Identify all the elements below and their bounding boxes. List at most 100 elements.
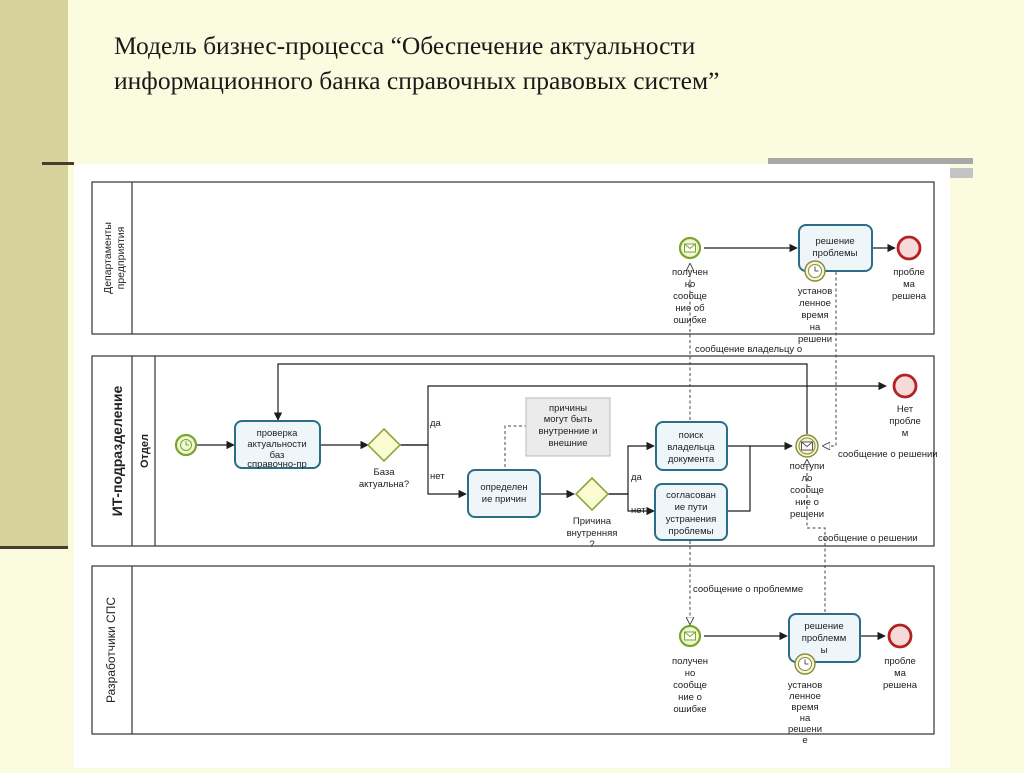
task-label: определен xyxy=(480,482,527,493)
annotation-line: причины xyxy=(549,403,587,414)
event-label-dept-end: пробле ма решена xyxy=(892,267,927,302)
svg-text:пробле: пробле xyxy=(884,656,916,667)
task-label: ы xyxy=(821,645,828,656)
pool-label-it: ИТ-подразделение xyxy=(109,386,125,517)
svg-text:сообще: сообще xyxy=(790,485,824,496)
message-flows xyxy=(504,264,837,624)
annotation-line: внутренние и xyxy=(539,426,598,437)
task-check-actuality[interactable]: проверка актуальности баз справочно-пр xyxy=(234,420,321,470)
svg-text:на: на xyxy=(810,322,821,333)
slide-title-line-1: Модель бизнес-процесса “Обеспечение акту… xyxy=(114,31,696,60)
task-label: проблемм xyxy=(802,633,847,644)
diagram-frame: Департаменты предприятия ИТ-подразделени… xyxy=(74,164,950,768)
svg-text:ошибке: ошибке xyxy=(673,315,706,326)
pool-it: ИТ-подразделение Отдел xyxy=(91,355,935,547)
event-label-dev-received: получен но сообще ние о ошибке xyxy=(672,656,708,715)
pool-label-departments-1: Департаменты xyxy=(102,222,114,294)
svg-text:ма: ма xyxy=(894,668,907,679)
event-label-it-received: поступи ло сообще ние о решени xyxy=(790,461,825,520)
decorative-rule xyxy=(950,168,973,178)
svg-text:установ: установ xyxy=(788,680,823,691)
timer-event-icon xyxy=(804,260,826,282)
svg-text:ма: ма xyxy=(903,279,916,290)
end-event-icon xyxy=(892,373,918,399)
svg-text:ленное: ленное xyxy=(799,298,831,309)
task-find-owner[interactable]: поиск владельца документа xyxy=(655,421,728,471)
svg-text:но: но xyxy=(685,279,696,290)
task-label: устранения xyxy=(666,514,717,525)
svg-text:пробле: пробле xyxy=(893,267,925,278)
pool-developers: Разработчики СПС xyxy=(91,565,935,735)
message-label-problem: сообщение о проблемме xyxy=(693,584,803,595)
decorative-rule xyxy=(42,162,74,165)
event-label-dept-received: получен но сообще ние об ошибке xyxy=(672,267,708,326)
svg-text:е: е xyxy=(802,735,807,746)
gateway-label: Причина xyxy=(573,516,612,527)
svg-text:решени: решени xyxy=(790,509,824,520)
event-label-no-problem: Нет пробле м xyxy=(889,404,921,439)
task-determine-causes[interactable]: определен ие причин xyxy=(467,469,541,518)
svg-text:установ: установ xyxy=(798,286,833,297)
svg-text:поступи: поступи xyxy=(790,461,825,472)
svg-text:на: на xyxy=(800,713,811,724)
event-label-dept-timer: установ ленное время на решени xyxy=(798,286,833,345)
task-label: ие пути xyxy=(675,502,708,513)
gateway-icon xyxy=(574,476,610,512)
task-label: актуальности xyxy=(247,439,306,450)
decorative-rule xyxy=(768,158,973,164)
lane-label-department: Отдел xyxy=(139,434,151,468)
message-label-solution: сообщение о решении xyxy=(818,533,918,544)
task-label: ие причин xyxy=(482,494,526,505)
svg-text:пробле: пробле xyxy=(889,416,921,427)
svg-text:ло: ло xyxy=(802,473,813,484)
task-label: поиск xyxy=(679,430,704,441)
annotation-line: могут быть xyxy=(544,414,593,425)
svg-text:получен: получен xyxy=(672,267,708,278)
event-label-dev-timer: установ ленное время на решени е xyxy=(788,680,823,746)
svg-text:ние об: ние об xyxy=(675,303,705,314)
task-label: проблемы xyxy=(813,248,858,259)
task-label: баз xyxy=(270,450,285,461)
svg-text:ошибке: ошибке xyxy=(673,704,706,715)
decorative-strip xyxy=(0,0,68,548)
task-dept-solve-problem[interactable]: решение проблемы xyxy=(798,224,873,272)
end-event-icon xyxy=(896,235,922,261)
gateway-label: База xyxy=(373,467,395,478)
annotation-line: внешние xyxy=(548,438,587,449)
svg-text:время: время xyxy=(801,310,828,321)
svg-text:получен: получен xyxy=(672,656,708,667)
gateway-label: внутренняя xyxy=(567,528,618,539)
bpmn-diagram: Департаменты предприятия ИТ-подразделени… xyxy=(91,181,938,746)
pool-label-developers: Разработчики СПС xyxy=(104,597,118,703)
svg-text:решена: решена xyxy=(892,291,927,302)
message-event-icon xyxy=(678,624,702,648)
message-label-solution: сообщение о решении xyxy=(838,449,938,460)
svg-text:время: время xyxy=(791,702,818,713)
flow-label-no: нет xyxy=(430,471,445,482)
pool-departments: Департаменты предприятия xyxy=(91,181,935,335)
svg-text:ленное: ленное xyxy=(789,691,821,702)
svg-text:ние о: ние о xyxy=(795,497,819,508)
svg-text:решени: решени xyxy=(798,334,832,345)
task-label: документа xyxy=(668,454,715,465)
svg-text:сообще: сообще xyxy=(673,680,707,691)
svg-text:м: м xyxy=(902,428,909,439)
pool-label-departments-2: предприятия xyxy=(115,227,127,290)
task-agree-solution[interactable]: согласован ие пути устранения проблемы xyxy=(654,483,728,541)
task-label: согласован xyxy=(666,490,716,501)
svg-text:решена: решена xyxy=(883,680,918,691)
task-dev-solve-problem[interactable]: решение проблемм ы xyxy=(788,613,861,663)
flow-label-yes: да xyxy=(430,418,442,429)
decorative-rule xyxy=(0,546,68,549)
timer-event-icon xyxy=(794,653,816,675)
sequence-flows xyxy=(196,243,896,641)
gateway-icon xyxy=(366,427,402,463)
task-label: решение xyxy=(815,236,854,247)
slide-title-line-2: информационного банка справочных правовы… xyxy=(114,66,720,95)
flow-label-yes: да xyxy=(631,472,643,483)
svg-text:сообще: сообще xyxy=(673,291,707,302)
task-label: проверка xyxy=(257,428,299,439)
task-label: проблемы xyxy=(669,526,714,537)
flow-label-no: нет xyxy=(631,505,646,516)
message-label-owner: сообщение владельцу о xyxy=(695,344,802,355)
